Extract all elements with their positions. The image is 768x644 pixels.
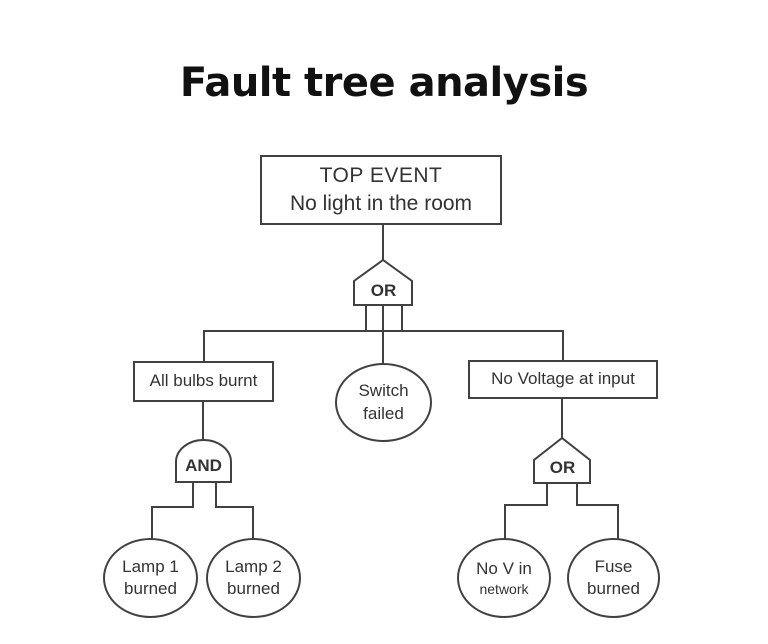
connector-lines [151,224,619,540]
lamp1-line2: burned [124,579,177,598]
page-title: Fault tree analysis [179,60,589,106]
lamp2-line1: Lamp 2 [225,556,282,576]
all-bulbs-burnt-box: All bulbs burnt [133,361,274,402]
lamp2-line2: burned [227,579,280,598]
switch-failed-circle: Switch failed [335,363,432,442]
and-gate-shape [175,439,232,483]
top-event-title: TOP EVENT [319,164,443,188]
lamp2-burned-circle: Lamp 2 burned [206,538,301,618]
fuse-line1: Fuse [594,556,633,576]
all-bulbs-burnt-label: All bulbs burnt [149,371,258,391]
lamp1-burned-circle: Lamp 1 burned [103,538,198,618]
no-voltage-box: No Voltage at input [468,360,658,399]
right-or-gate-label: OR [549,458,576,477]
fuse-line2: burned [587,579,640,598]
wire-and-to-lamp1 [151,481,194,540]
wire-or2-to-network [504,482,548,540]
top-event-subtitle: No light in the room [289,192,473,215]
or-gate-shape-right [533,436,591,484]
no-v-network-line1: No V in [476,558,532,578]
no-voltage-label: No Voltage at input [491,369,635,389]
switch-failed-line2: failed [363,403,404,423]
switch-failed-line1: Switch [358,381,409,401]
no-v-network-line2: network [479,580,529,597]
wire-and-to-lamp2 [215,481,254,540]
gate-shapes [175,258,591,484]
lamp1-line1: Lamp 1 [122,556,179,576]
or-gate-shape-root [353,258,413,306]
root-or-gate-label: OR [370,281,397,300]
no-v-network-circle: No V in network [457,538,551,618]
top-event-box: TOP EVENT No light in the room [260,155,502,225]
and-gate-label: AND [185,456,222,475]
wire-or2-to-fuse [576,482,619,540]
fuse-burned-circle: Fuse burned [567,538,660,618]
